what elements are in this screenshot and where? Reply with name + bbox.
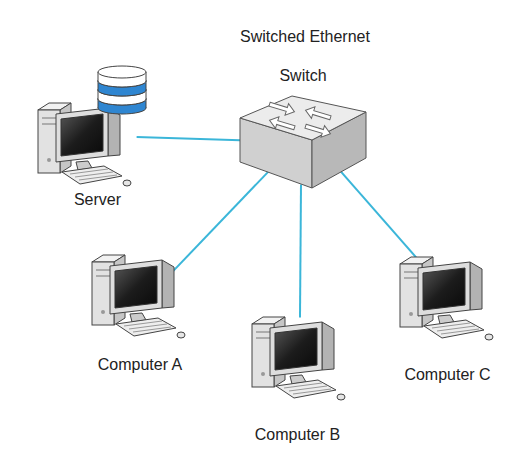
network-cable [299, 184, 302, 317]
switch-node: Switch [236, 66, 370, 192]
node-label: Computer B [255, 425, 340, 445]
computer-icon [400, 257, 493, 340]
network-cable [172, 172, 268, 273]
database-symbol [98, 66, 146, 114]
computer-node: Computer A [85, 240, 195, 375]
node-label: Computer C [404, 365, 490, 385]
computer-icon [252, 317, 345, 400]
network-cable [137, 137, 240, 140]
server-node: Server [40, 75, 155, 210]
network-cable [338, 168, 420, 262]
computer-node: Computer B [235, 305, 360, 445]
switch-symbol [240, 96, 366, 188]
node-label: Switch [279, 66, 326, 86]
server-computer-icon [38, 103, 131, 186]
computer-icon [92, 255, 185, 338]
node-label: Server [74, 190, 121, 210]
diagram-title: Switched Ethernet [195, 28, 415, 46]
node-label: Computer A [98, 355, 182, 375]
computer-node: Computer C [385, 245, 510, 385]
